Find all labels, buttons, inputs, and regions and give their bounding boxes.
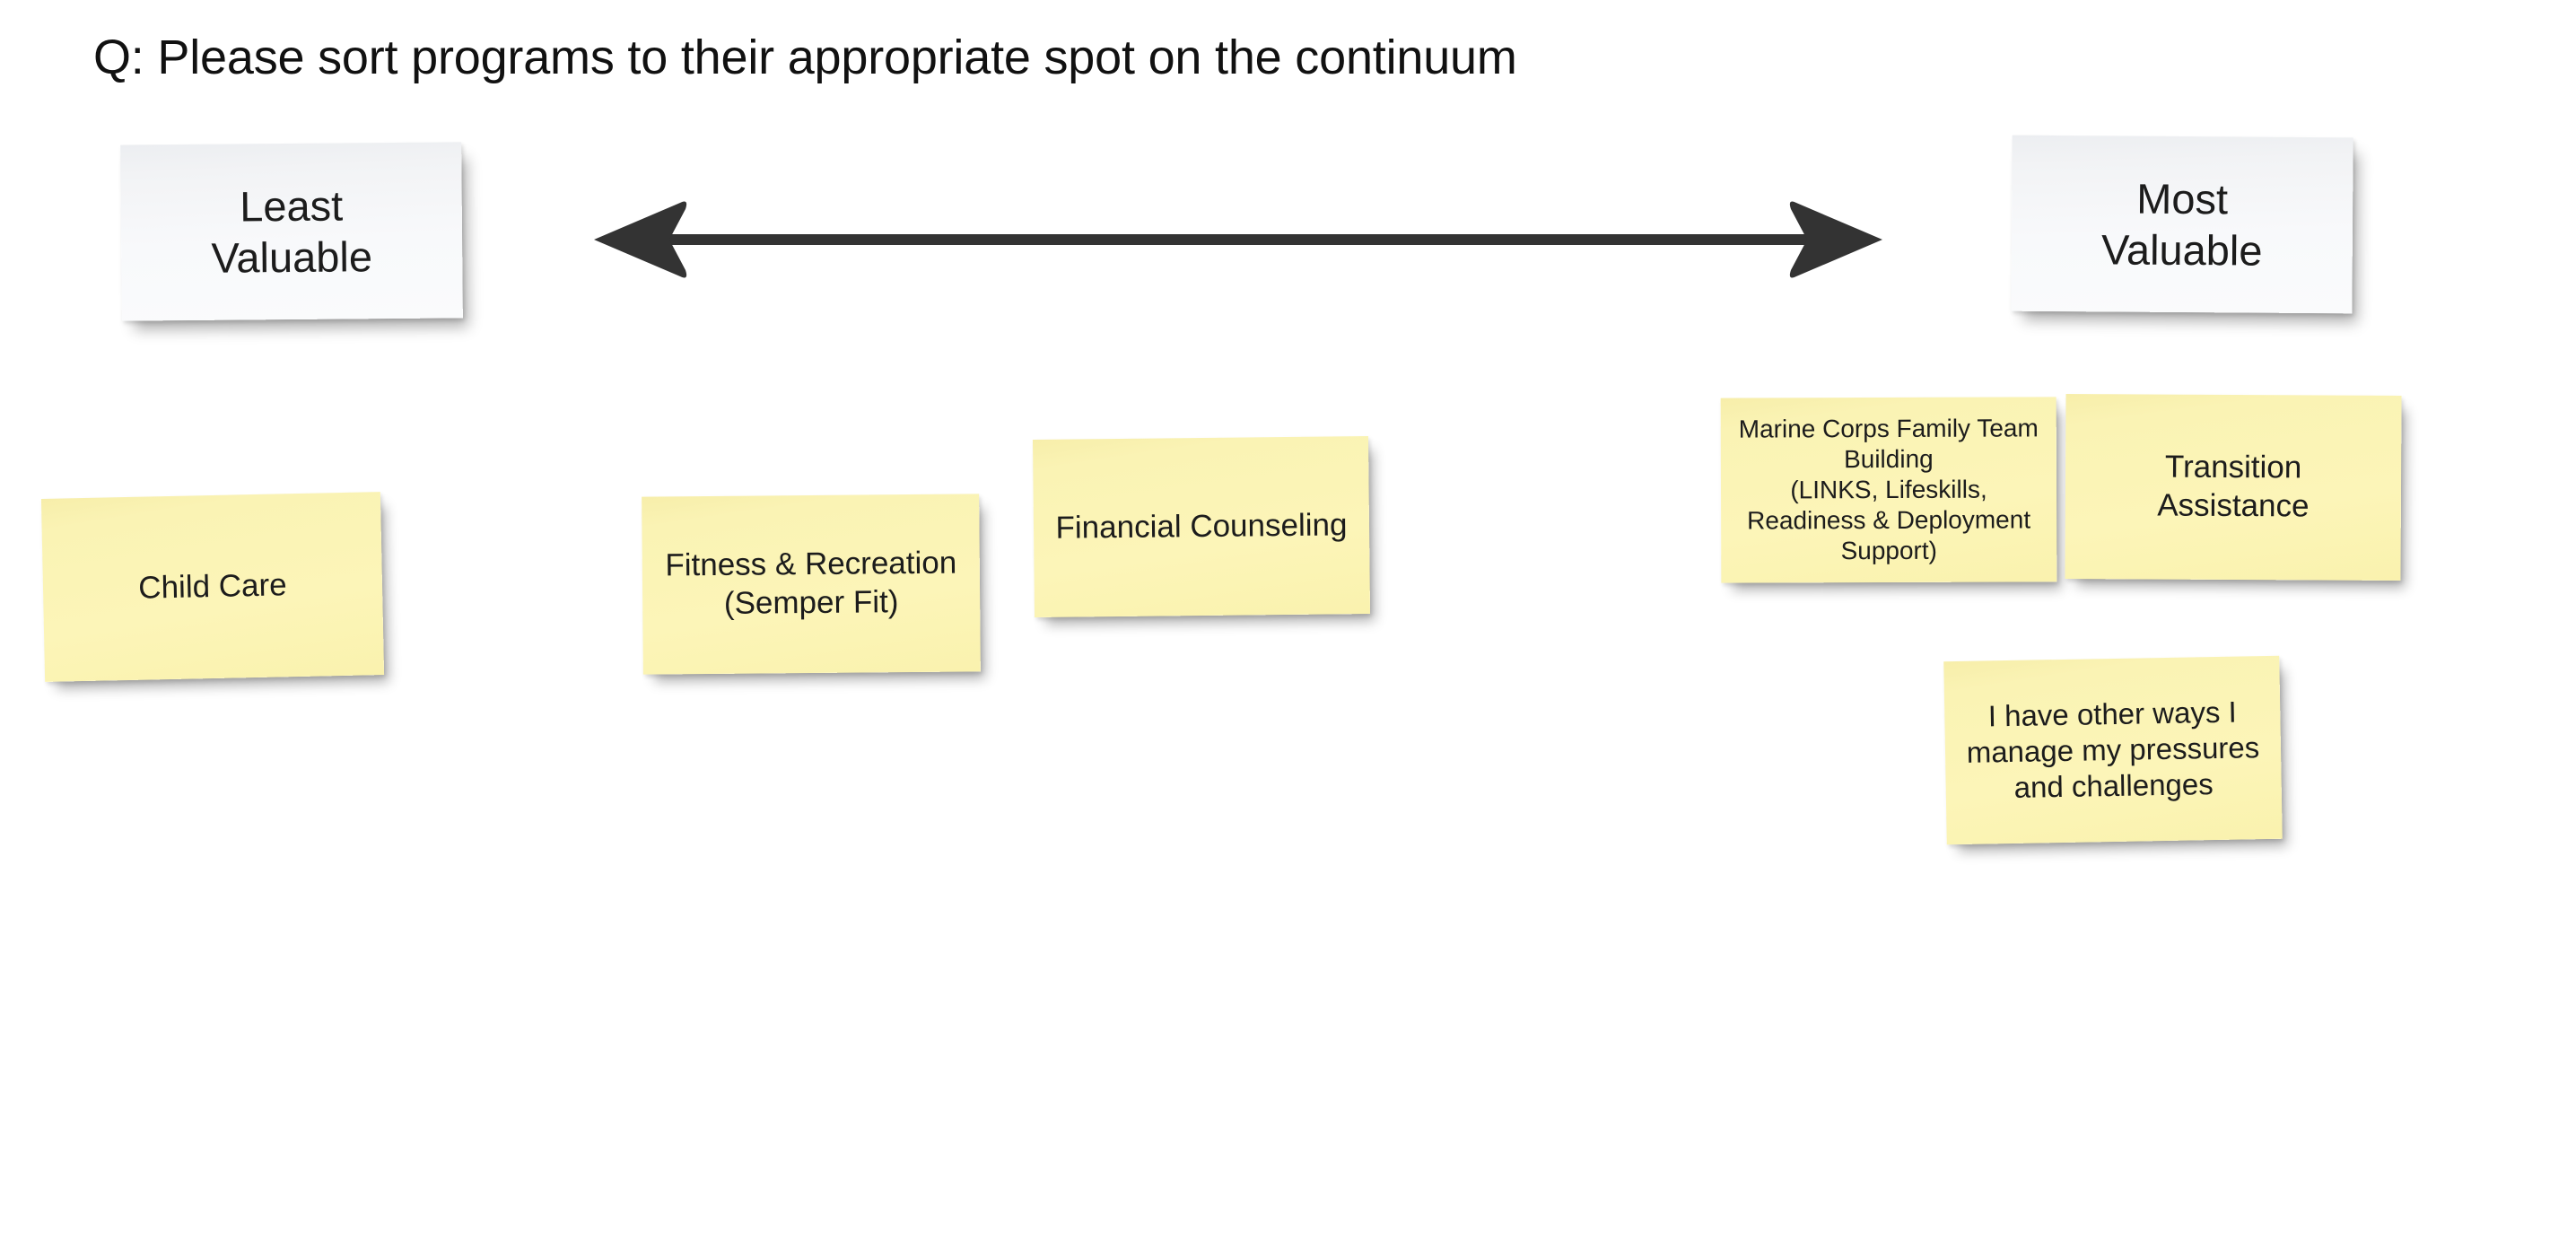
sticky-note-marine-corps-family-team-building-label: Marine Corps Family Team Building (LINKS…	[1738, 414, 2039, 565]
arrow-head-left	[594, 201, 687, 278]
arrow-svg	[594, 201, 1882, 278]
arrow-shaft	[669, 234, 1807, 245]
page-title: Q: Please sort programs to their appropr…	[93, 31, 1517, 84]
sticky-note-child-care[interactable]: Child Care	[40, 492, 385, 682]
anchor-card-most-valuable-label: Most Valuable	[2100, 174, 2263, 275]
double-headed-horizontal-arrow-icon	[583, 190, 1893, 289]
sticky-note-child-care-label: Child Care	[137, 566, 288, 606]
sticky-note-marine-corps-family-team-building[interactable]: Marine Corps Family Team Building (LINKS…	[1720, 397, 2057, 583]
anchor-card-most-valuable[interactable]: Most Valuable	[2011, 135, 2353, 314]
sticky-note-fitness-recreation[interactable]: Fitness & Recreation (Semper Fit)	[642, 494, 981, 675]
sticky-note-transition-assistance-label: Transition Assistance	[2157, 449, 2310, 524]
sticky-note-fitness-recreation-label: Fitness & Recreation (Semper Fit)	[665, 545, 957, 621]
sticky-note-financial-counseling[interactable]: Financial Counseling	[1032, 436, 1371, 617]
arrow-head-right	[1789, 201, 1882, 278]
anchor-card-least-valuable[interactable]: Least Valuable	[120, 142, 463, 321]
anchor-card-least-valuable-label: Least Valuable	[211, 181, 373, 282]
sticky-note-transition-assistance[interactable]: Transition Assistance	[2065, 394, 2402, 581]
sticky-note-other-ways-i-manage[interactable]: I have other ways I manage my pressures …	[1943, 655, 2283, 845]
sticky-note-financial-counseling-label: Financial Counseling	[1055, 506, 1348, 546]
sticky-note-other-ways-i-manage-label: I have other ways I manage my pressures …	[1966, 695, 2260, 805]
